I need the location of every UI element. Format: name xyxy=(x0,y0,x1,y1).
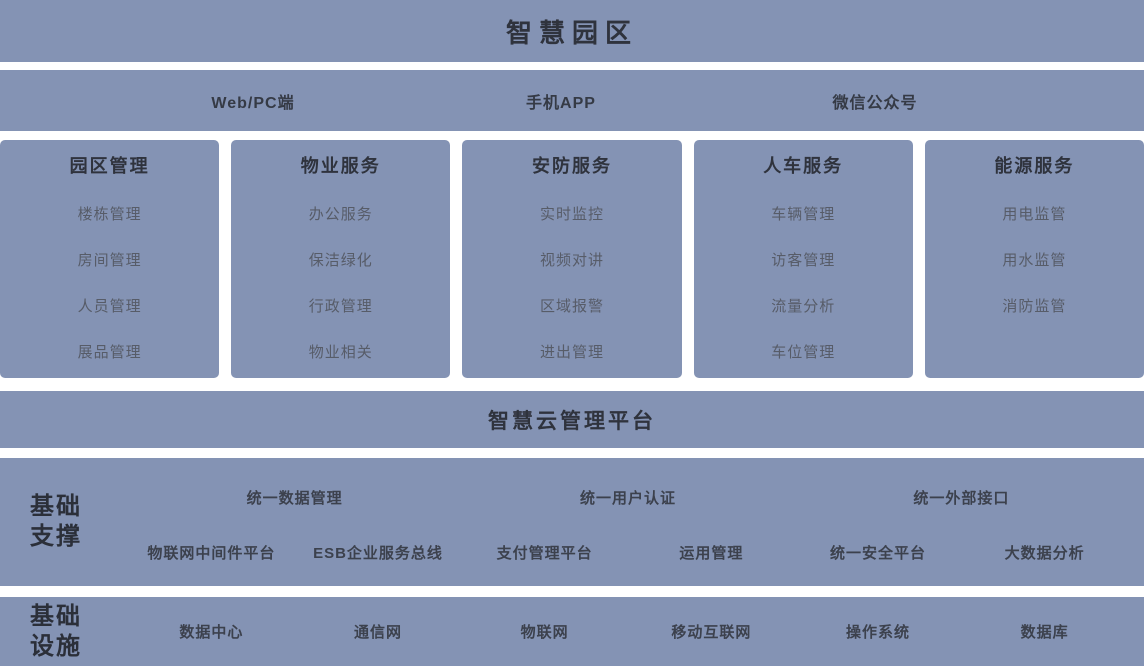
service-column-park-management: 园区管理 楼栋管理 房间管理 人员管理 展品管理 xyxy=(0,140,220,378)
service-column-energy-services: 能源服务 用电监管 用水监管 消防监管 xyxy=(924,140,1144,378)
column-item: 实时监控 xyxy=(539,206,604,223)
access-item-mobile-app: 手机APP xyxy=(526,94,596,112)
service-column-people-vehicle-services: 人车服务 车辆管理 访客管理 流量分析 车位管理 xyxy=(693,140,913,378)
infrastructure-item: 操作系统 xyxy=(845,624,910,641)
support-item: 统一用户认证 xyxy=(579,489,676,507)
access-channels-bar: Web/PC端 手机APP 微信公众号 xyxy=(0,70,1144,131)
column-item: 消防监管 xyxy=(1002,298,1067,315)
cloud-platform-banner: 智慧云管理平台 xyxy=(0,391,1144,448)
column-item: 车辆管理 xyxy=(771,206,836,223)
infrastructure-item: 数据库 xyxy=(1020,624,1069,641)
column-item: 楼栋管理 xyxy=(77,206,142,223)
column-item: 物业相关 xyxy=(308,344,373,361)
column-item: 行政管理 xyxy=(308,298,373,315)
basic-support-label: 基础支撑 xyxy=(30,493,82,550)
infrastructure-section: 基础设施 数据中心 通信网 物联网 移动互联网 操作系统 数据库 xyxy=(0,597,1144,666)
column-title: 安防服务 xyxy=(531,156,612,176)
column-item: 视频对讲 xyxy=(539,252,604,269)
column-item: 人员管理 xyxy=(77,298,142,315)
column-item: 区域报警 xyxy=(539,298,604,315)
support-item: ESB企业服务总线 xyxy=(313,544,443,562)
infrastructure-item: 物联网 xyxy=(520,624,569,641)
service-column-security-services: 安防服务 实时监控 视频对讲 区域报警 进出管理 xyxy=(462,140,682,378)
column-item: 用电监管 xyxy=(1002,206,1067,223)
column-item: 展品管理 xyxy=(77,344,142,361)
support-item: 支付管理平台 xyxy=(496,544,593,562)
service-column-property-services: 物业服务 办公服务 保洁绿化 行政管理 物业相关 xyxy=(231,140,451,378)
support-item: 物联网中间件平台 xyxy=(147,544,276,562)
infrastructure-label: 基础设施 xyxy=(30,602,82,660)
access-item-web-pc: Web/PC端 xyxy=(211,94,295,112)
infrastructure-item: 数据中心 xyxy=(179,624,244,641)
column-title: 物业服务 xyxy=(300,156,381,176)
basic-support-section: 基础支撑 统一数据管理 统一用户认证 统一外部接口 物联网中间件平台 ESB企业… xyxy=(0,458,1144,586)
infrastructure-grid: 数据中心 通信网 物联网 移动互联网 操作系统 数据库 xyxy=(128,597,1128,666)
support-item: 统一数据管理 xyxy=(246,489,343,507)
service-columns: 园区管理 楼栋管理 房间管理 人员管理 展品管理 物业服务 办公服务 保洁绿化 … xyxy=(0,140,1144,378)
column-title: 园区管理 xyxy=(69,156,150,176)
column-item: 房间管理 xyxy=(77,252,142,269)
page-title: 智慧园区 xyxy=(505,17,638,48)
column-title: 人车服务 xyxy=(763,156,844,176)
column-title: 能源服务 xyxy=(994,156,1075,176)
access-item-wechat: 微信公众号 xyxy=(832,94,918,112)
column-item: 进出管理 xyxy=(539,344,604,361)
column-item: 办公服务 xyxy=(308,206,373,223)
support-item: 统一外部接口 xyxy=(913,489,1010,507)
column-item: 保洁绿化 xyxy=(308,252,373,269)
cloud-platform-title: 智慧云管理平台 xyxy=(488,409,656,433)
title-banner: 智慧园区 xyxy=(0,0,1144,62)
support-item: 统一安全平台 xyxy=(829,544,926,562)
infrastructure-item: 移动互联网 xyxy=(671,624,752,641)
infrastructure-item: 通信网 xyxy=(353,624,402,641)
basic-support-grid: 统一数据管理 统一用户认证 统一外部接口 物联网中间件平台 ESB企业服务总线 … xyxy=(128,464,1128,574)
column-item: 用水监管 xyxy=(1002,252,1067,269)
column-item: 车位管理 xyxy=(771,344,836,361)
column-item: 流量分析 xyxy=(771,298,836,315)
support-item: 大数据分析 xyxy=(1004,544,1085,562)
column-item: 访客管理 xyxy=(771,252,836,269)
support-item: 运用管理 xyxy=(679,544,744,562)
